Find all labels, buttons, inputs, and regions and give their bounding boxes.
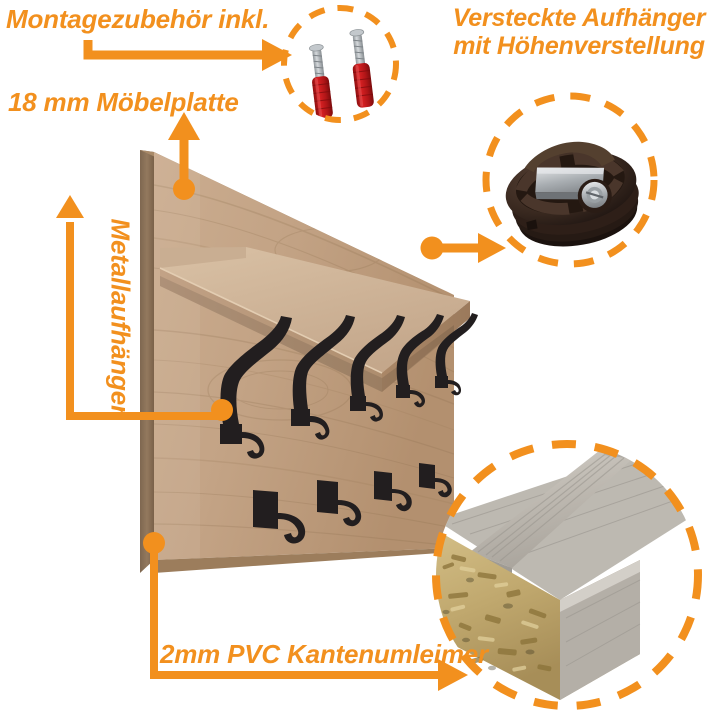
- chipboard-texture: [442, 554, 552, 672]
- hanger-fitting-circle: [482, 92, 658, 268]
- label-versteckte-line1: Versteckte Aufhänger: [452, 4, 706, 32]
- label-versteckte-aufhaenger: Versteckte Aufhänger mit Höhenverstellun…: [448, 4, 710, 60]
- label-moebelplatte: 18 mm Möbelplatte: [8, 87, 239, 117]
- hook-large: [435, 313, 478, 396]
- dashed-circle-hanger: [482, 92, 658, 268]
- hook-row-top: [220, 313, 478, 459]
- hook-small: [253, 490, 306, 544]
- hook-large: [291, 315, 355, 440]
- label-pvc-kantenumleimer: 2mm PVC Kantenumleimer: [160, 639, 488, 669]
- hook-large: [396, 314, 444, 408]
- hook-large: [220, 316, 292, 459]
- hook-small: [419, 463, 452, 498]
- label-versteckte-line2: mit Höhenverstellung: [453, 32, 705, 60]
- label-metallaufhaenger: Metallaufhänger: [105, 218, 136, 415]
- hook-large: [350, 315, 405, 422]
- label-montagezubehoer: Montagezubehör inkl.: [6, 4, 270, 34]
- hook-row-bottom: [253, 463, 452, 544]
- hook-small: [374, 471, 412, 512]
- hook-small: [317, 480, 362, 527]
- dashed-circle-edgeband: [432, 440, 702, 710]
- edgeband-circle: [432, 440, 702, 710]
- shelf-top-surface: [160, 247, 470, 373]
